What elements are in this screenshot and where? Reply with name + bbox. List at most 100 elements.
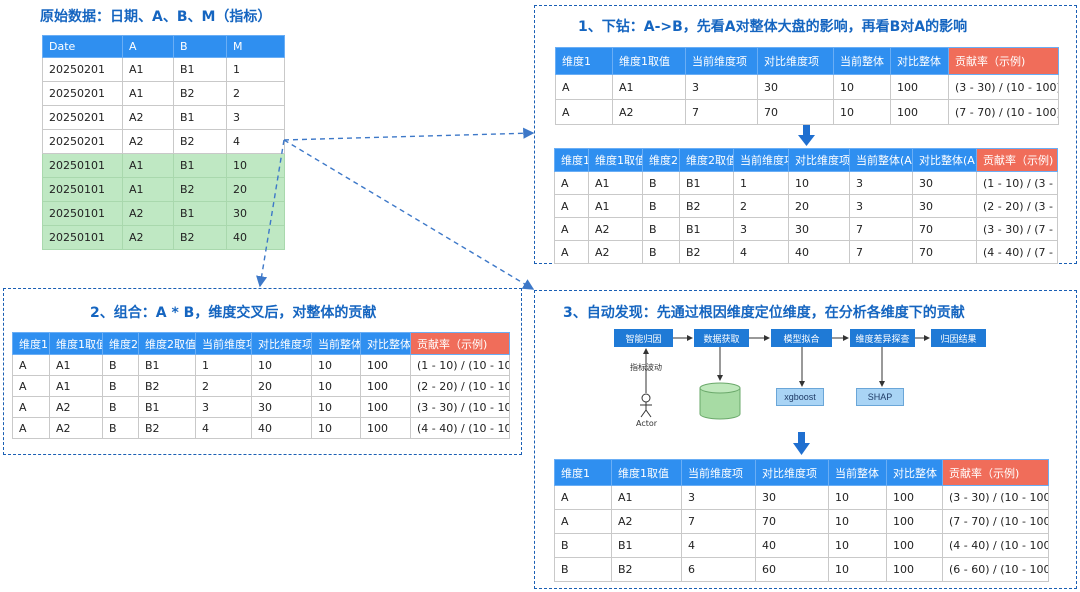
table-cell: A1 xyxy=(122,153,174,178)
table-cell: 3 xyxy=(195,396,252,418)
column-header: 当前整体 xyxy=(828,459,887,486)
table-cell: 20250101 xyxy=(42,153,123,178)
table-cell: 20250201 xyxy=(42,57,123,82)
table-cell: 6 xyxy=(681,557,756,582)
table-cell: (2 - 20) / (10 - 100) xyxy=(410,375,510,397)
table-cell: 20250101 xyxy=(42,225,123,250)
table-cell: 70 xyxy=(912,217,977,241)
table-cell: 20250101 xyxy=(42,177,123,202)
table-cell: B xyxy=(642,194,680,218)
table-cell: 20250201 xyxy=(42,105,123,130)
table-cell: 10 xyxy=(828,557,887,582)
down-arrow-icon xyxy=(798,125,815,146)
table-cell: B xyxy=(642,171,680,195)
table-cell: A1 xyxy=(122,57,174,82)
table-cell: 60 xyxy=(755,557,829,582)
table-cell: 20250201 xyxy=(42,129,123,154)
table-cell: A xyxy=(554,194,589,218)
flow-step-data-fetch: 数据获取 xyxy=(694,329,749,347)
table-cell: B1 xyxy=(679,217,734,241)
table-cell: 100 xyxy=(886,485,943,510)
raw-header-date: Date xyxy=(42,35,123,58)
table-cell: A1 xyxy=(49,354,103,376)
table-cell: B2 xyxy=(173,177,227,202)
table-cell: A2 xyxy=(122,129,174,154)
table-cell: 70 xyxy=(912,240,977,264)
table-cell: B1 xyxy=(138,354,196,376)
column-header: 贡献率（示例) xyxy=(410,332,510,355)
table-cell: B1 xyxy=(173,201,227,226)
table-cell: B1 xyxy=(173,153,227,178)
flow-step-smart-attribution: 智能归因 xyxy=(614,329,673,347)
table-cell: 100 xyxy=(886,533,943,558)
table-cell: A2 xyxy=(612,99,686,125)
table-cell: 4 xyxy=(226,129,285,154)
table-cell: 40 xyxy=(226,225,285,250)
table-cell: 10 xyxy=(311,375,361,397)
database-icon xyxy=(699,382,741,420)
table-cell: B xyxy=(102,354,139,376)
connector-to-drill xyxy=(283,127,535,141)
down-arrow-icon xyxy=(793,432,810,455)
table-cell: A1 xyxy=(588,194,643,218)
column-header: 维度2取值 xyxy=(679,148,734,172)
table-cell: 7 xyxy=(681,509,756,534)
table-cell: 100 xyxy=(890,99,949,125)
table-cell: 3 xyxy=(849,194,913,218)
flow-step-model-fit: 模型拟合 xyxy=(771,329,832,347)
column-header: 当前整体 xyxy=(833,47,891,75)
table-cell: 40 xyxy=(788,240,850,264)
table-cell: A1 xyxy=(49,375,103,397)
connector-to-combo xyxy=(256,139,285,288)
shap-box: SHAP xyxy=(856,388,904,406)
table-cell: (1 - 10) / (3 - 30) xyxy=(976,171,1058,195)
connector-to-auto xyxy=(283,139,535,290)
table-cell: A1 xyxy=(611,485,682,510)
table-cell: B2 xyxy=(173,225,227,250)
table-cell: 1 xyxy=(226,57,285,82)
raw-data-title: 原始数据：日期、A、B、M（指标） xyxy=(40,9,272,25)
table-cell: A xyxy=(555,99,613,125)
column-header: 对比整体 xyxy=(360,332,411,355)
table-cell: A xyxy=(555,74,613,100)
table-cell: A xyxy=(12,396,50,418)
table-cell: B2 xyxy=(173,81,227,106)
table-cell: 20250101 xyxy=(42,201,123,226)
table-cell: A2 xyxy=(122,201,174,226)
table-cell: (3 - 30) / (7 - 70) xyxy=(976,217,1058,241)
table-cell: A1 xyxy=(122,177,174,202)
table-cell: 30 xyxy=(757,74,834,100)
table-cell: 7 xyxy=(849,217,913,241)
table-cell: A2 xyxy=(49,417,103,439)
table-cell: B xyxy=(102,396,139,418)
table-cell: 4 xyxy=(733,240,789,264)
table-cell: 20 xyxy=(788,194,850,218)
table-cell: A xyxy=(12,417,50,439)
column-header: 贡献率（示例) xyxy=(942,459,1049,486)
table-cell: B2 xyxy=(611,557,682,582)
actor-label: Actor xyxy=(636,419,658,428)
table-cell: 40 xyxy=(755,533,829,558)
drill-title: 1、下钻：A->B，先看A对整体大盘的影响，再看B对A的影响 xyxy=(578,19,968,35)
table-cell: B2 xyxy=(679,194,734,218)
table-cell: 10 xyxy=(251,354,312,376)
table-cell: A2 xyxy=(122,105,174,130)
table-cell: B2 xyxy=(679,240,734,264)
table-cell: (4 - 40) / (10 - 100) xyxy=(410,417,510,439)
table-cell: (7 - 70) / (10 - 100) xyxy=(948,99,1059,125)
column-header: 维度1取值 xyxy=(588,148,643,172)
table-cell: A xyxy=(12,375,50,397)
